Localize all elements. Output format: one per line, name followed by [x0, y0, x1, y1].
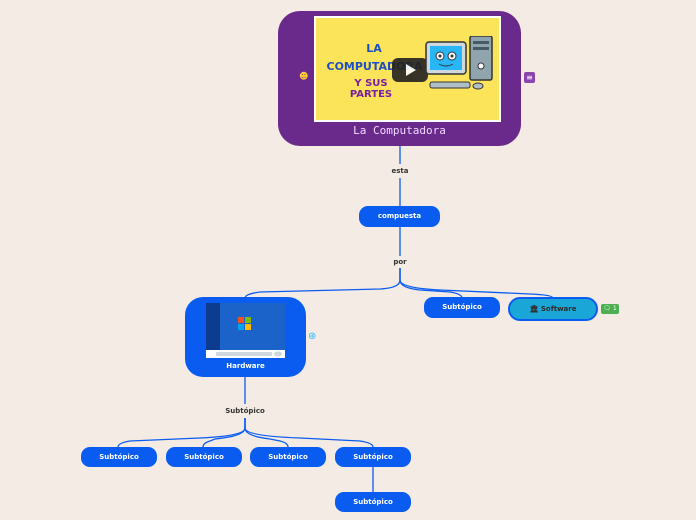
node-subtopico-3[interactable]: Subtópico [250, 447, 326, 467]
bank-icon: 🏛 [529, 305, 541, 313]
node-subtopico-1[interactable]: Subtópico [81, 447, 157, 467]
software-label: Software [540, 305, 577, 313]
root-title: La Computadora [353, 124, 446, 137]
image-text-partes: Y SUS PARTES [349, 78, 393, 100]
comment-badge[interactable]: 🗨 1 [601, 304, 619, 314]
connector-label-esta[interactable]: esta [391, 167, 409, 175]
comment-count: 1 [612, 305, 617, 312]
comment-icon: 🗨 [603, 305, 613, 312]
keyboard-icon [216, 351, 282, 357]
monitor-screen [206, 303, 285, 350]
connector-label-por[interactable]: por [393, 258, 407, 266]
root-image: LA COMPUTADORA Y SUS PARTES [314, 16, 501, 122]
globe-icon[interactable]: ⊛ [308, 331, 317, 342]
notes-icon[interactable]: ≡ [524, 72, 535, 83]
hardware-image [206, 303, 285, 358]
hardware-title: Hardware [226, 362, 265, 370]
node-subtopico-5[interactable]: Subtópico [335, 492, 411, 512]
emoji-icon[interactable]: ☻ [299, 72, 309, 82]
node-software[interactable]: 🏛 Software [508, 297, 598, 321]
node-subtopico-right[interactable]: Subtópico [424, 297, 500, 318]
computer-illustration-icon [425, 36, 493, 90]
windows-logo-icon [206, 303, 251, 350]
node-subtopico-4[interactable]: Subtópico [335, 447, 411, 467]
node-subtopico-2[interactable]: Subtópico [166, 447, 242, 467]
node-compuesta[interactable]: compuesta [359, 206, 440, 227]
play-icon[interactable] [392, 58, 428, 82]
node-hardware[interactable]: Hardware [185, 297, 306, 377]
root-node[interactable]: ☻ LA COMPUTADORA Y SUS PARTES La Computa… [278, 11, 535, 146]
connector-label-subtopico[interactable]: Subtópico [225, 407, 265, 415]
image-text-la: LA [366, 42, 382, 55]
